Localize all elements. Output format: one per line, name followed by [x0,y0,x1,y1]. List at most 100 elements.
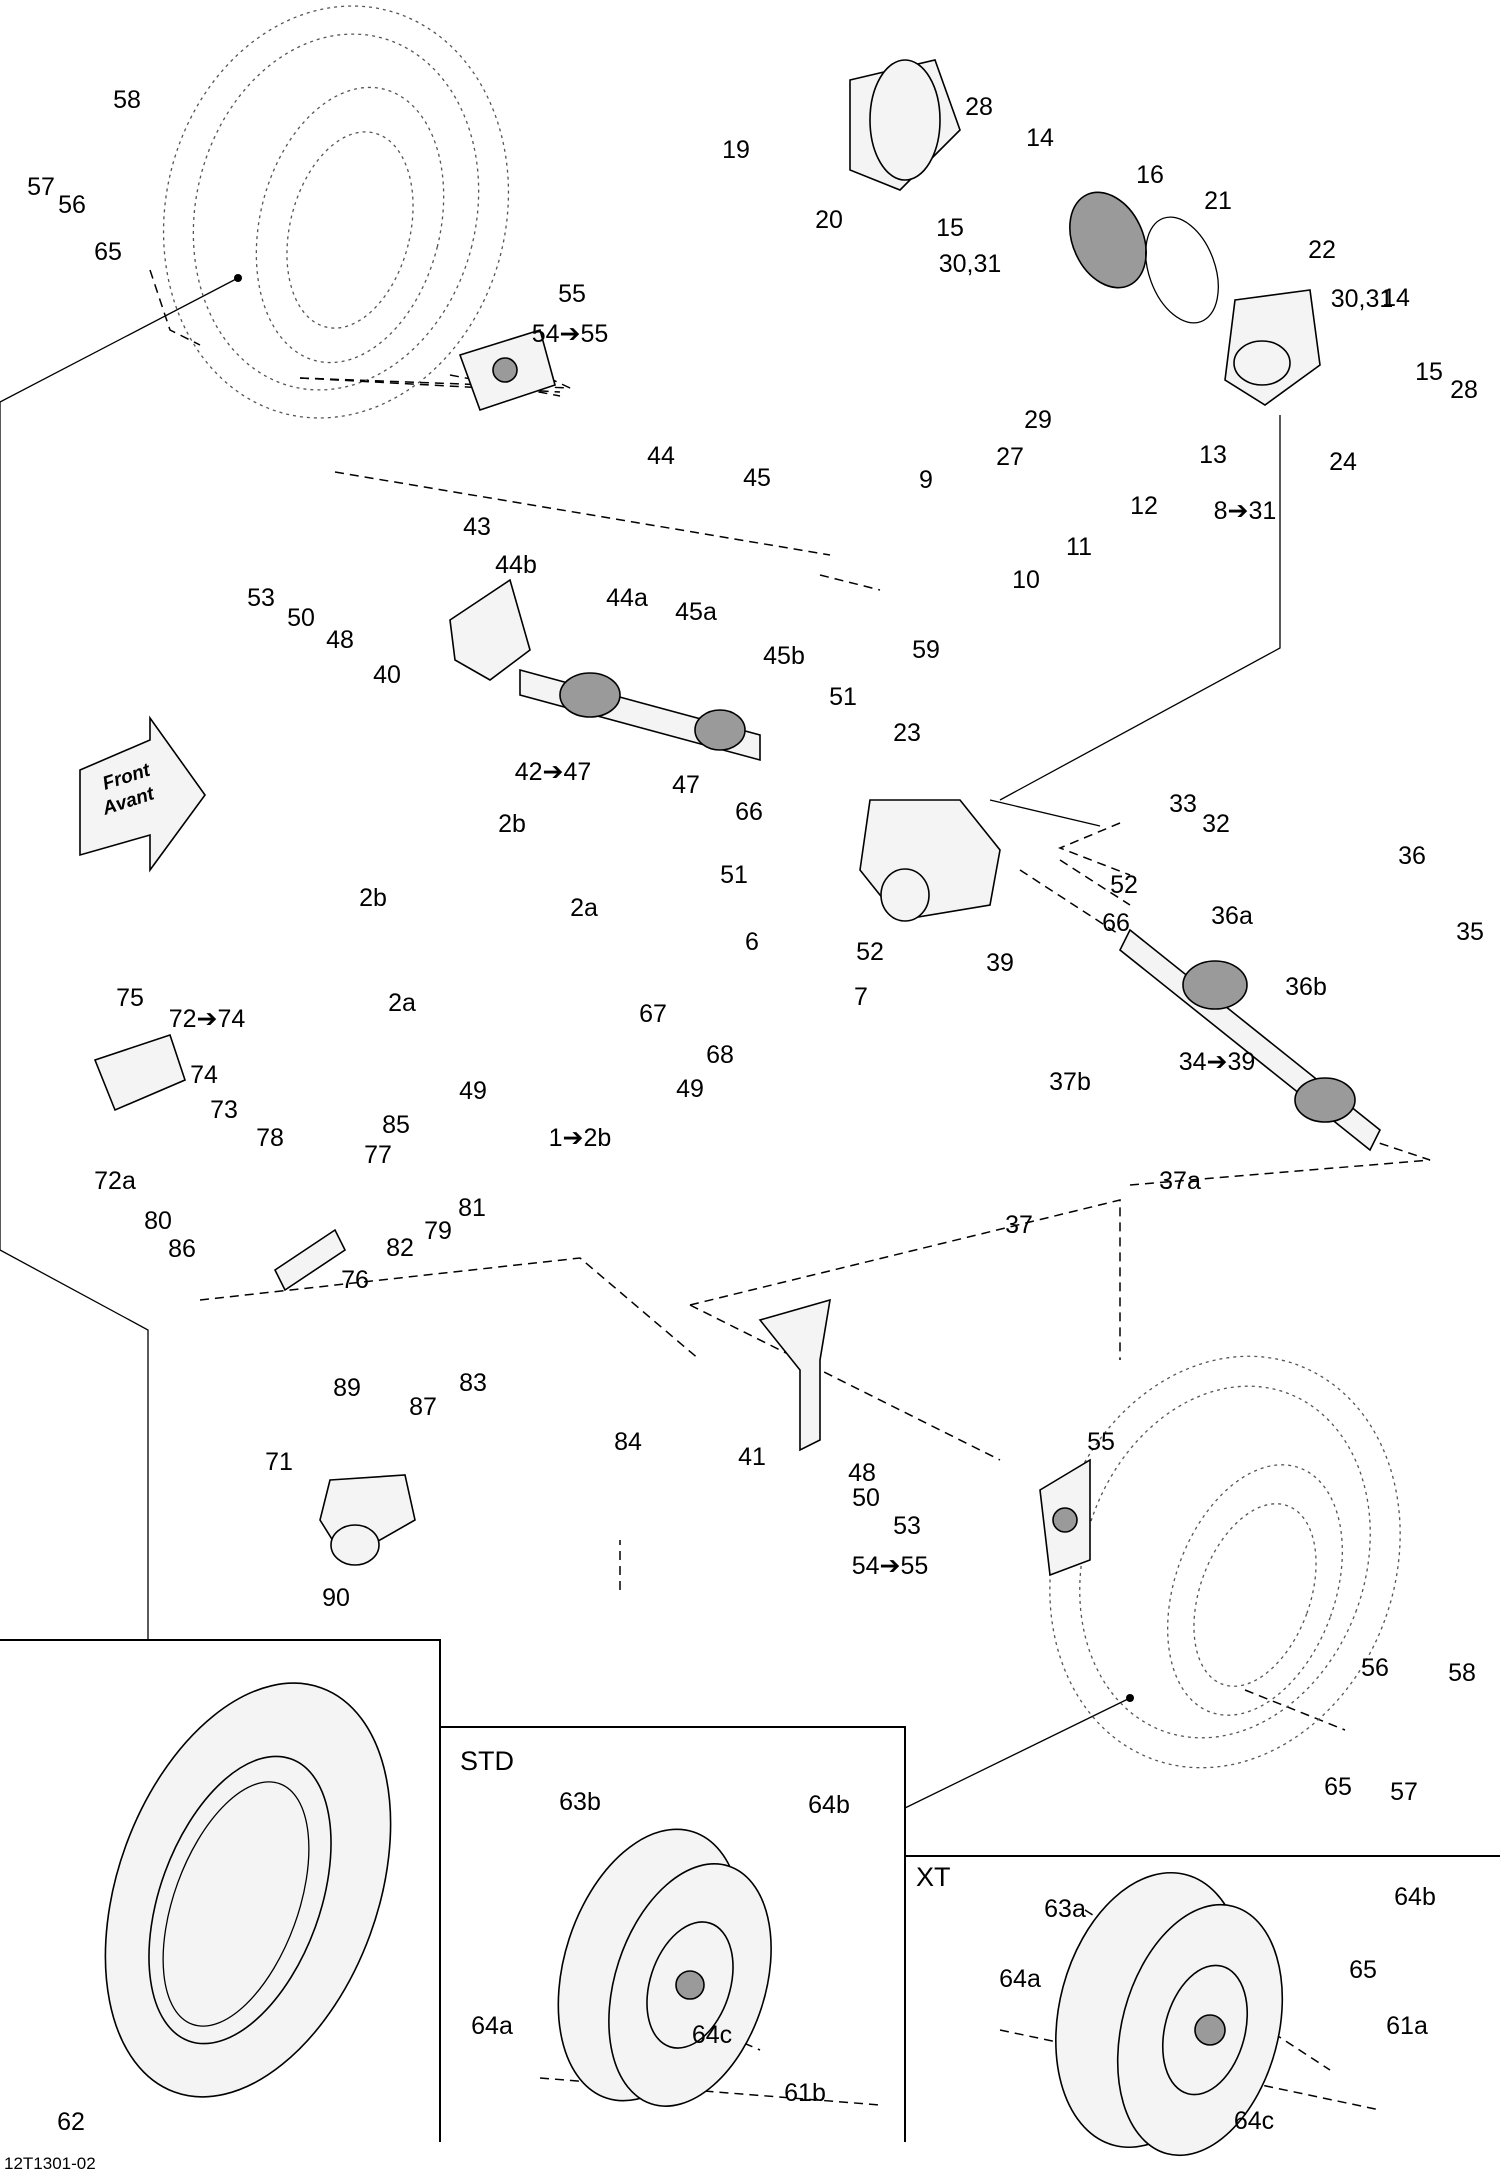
callout: 14 [1026,124,1054,152]
callout: 43 [463,513,491,541]
callout: 37b [1049,1068,1091,1096]
gasket-21 [1145,216,1219,324]
callout: 56 [1361,1654,1389,1682]
callout: 34➔39 [1179,1048,1256,1076]
callout: 83 [459,1369,487,1397]
callout: 44b [495,551,537,579]
front-direction-badge: Front Avant [79,715,206,873]
callout: 54➔55 [532,320,609,348]
callout: 77 [364,1141,392,1169]
callout: 27 [996,443,1024,471]
callout: 51 [720,861,748,889]
callout: 78 [256,1124,284,1152]
coupler-71 [319,1474,416,1566]
callout: 67 [639,1000,667,1028]
callout: 84 [614,1428,642,1456]
callout: 45a [675,598,717,626]
section-frames [0,277,1500,2142]
callout: 15 [1415,358,1443,386]
callout: 68 [706,1041,734,1069]
callout: 49 [676,1075,704,1103]
callout: 75 [116,984,144,1012]
callout: 71 [265,1448,293,1476]
callout: 2a [570,894,598,922]
callout: 20 [815,206,843,234]
callout: 79 [424,1217,452,1245]
callout: 53 [247,584,275,612]
callout: 36 [1398,842,1426,870]
callout: 66 [735,798,763,826]
callout: 2b [359,884,387,912]
callout: 62 [57,2108,85,2136]
callout: 7 [854,983,868,1011]
callout: 21 [1204,187,1232,215]
callout: 45 [743,464,771,492]
callout: 64c [1234,2107,1274,2135]
callout: 53 [893,1512,921,1540]
callout: 11 [1066,533,1092,561]
callout: 58 [113,86,141,114]
callout: 28 [1450,376,1478,404]
callout: 65 [1349,1956,1377,1984]
callout: 73 [210,1096,238,1124]
callout: 35 [1456,918,1484,946]
ring-gear-16 [1069,191,1147,289]
callout: 39 [986,949,1014,977]
callout: 51 [829,683,857,711]
callout: 61a [1386,2012,1428,2040]
callout: 33 [1169,790,1197,818]
callout: 64b [1394,1883,1436,1911]
vacuum-actuator-72 [93,1033,186,1112]
callout: 81 [458,1194,486,1222]
callout: 1➔2b [549,1124,612,1152]
callout: 89 [333,1374,361,1402]
callout: 44 [647,442,675,470]
cover-22 [1224,289,1321,406]
callout: 9 [919,466,933,494]
callout: 64a [999,1965,1041,1993]
callout: 2b [498,810,526,838]
callout-labels: 58 57 56 65 55 54➔55 19 28 14 20 15 30,3… [27,86,1484,2136]
callout: 8➔31 [1214,497,1277,525]
callout: 72a [94,1167,136,1195]
callout: 44a [606,584,648,612]
callout: 49 [459,1077,487,1105]
tire-bottom-right [1049,1355,1401,1769]
callout: 36b [1285,973,1327,1001]
callout: 23 [893,719,921,747]
callout: 41 [738,1443,766,1471]
callout: 47 [672,771,700,799]
diagram-reference-code: 12T1301-02 [4,2154,96,2173]
differential-housing-20 [849,59,961,191]
callout: 85 [382,1111,410,1139]
inset-title-xt: XT [916,1862,951,1892]
callout: 56 [58,191,86,219]
callout: 63a [1044,1895,1086,1923]
knuckle-40 [449,578,531,681]
inset-title-std: STD [460,1746,514,1776]
callout: 57 [1390,1778,1418,1806]
callout: 72➔74 [169,1005,246,1033]
propeller-shaft-76 [273,1228,347,1292]
callout: 2a [388,989,416,1017]
callout: 48 [848,1459,876,1487]
callout: 59 [912,636,940,664]
callout: 55 [558,280,586,308]
callout: 29 [1024,406,1052,434]
tire-lower-left-62 [104,1682,392,2098]
callout: 80 [144,1207,172,1235]
callout: 50 [852,1484,880,1512]
callout: 57 [27,173,55,201]
callout: 19 [722,136,750,164]
callout: 52 [856,938,884,966]
callout: 54➔55 [852,1552,929,1580]
callout: 30,31 [1331,285,1394,313]
callout: 10 [1012,566,1040,594]
callout: 65 [1324,1773,1352,1801]
callout: 64b [808,1791,850,1819]
callout: 40 [373,661,401,689]
callout: 87 [409,1393,437,1421]
callout: 52 [1110,871,1138,899]
callout: 37 [1005,1211,1033,1239]
